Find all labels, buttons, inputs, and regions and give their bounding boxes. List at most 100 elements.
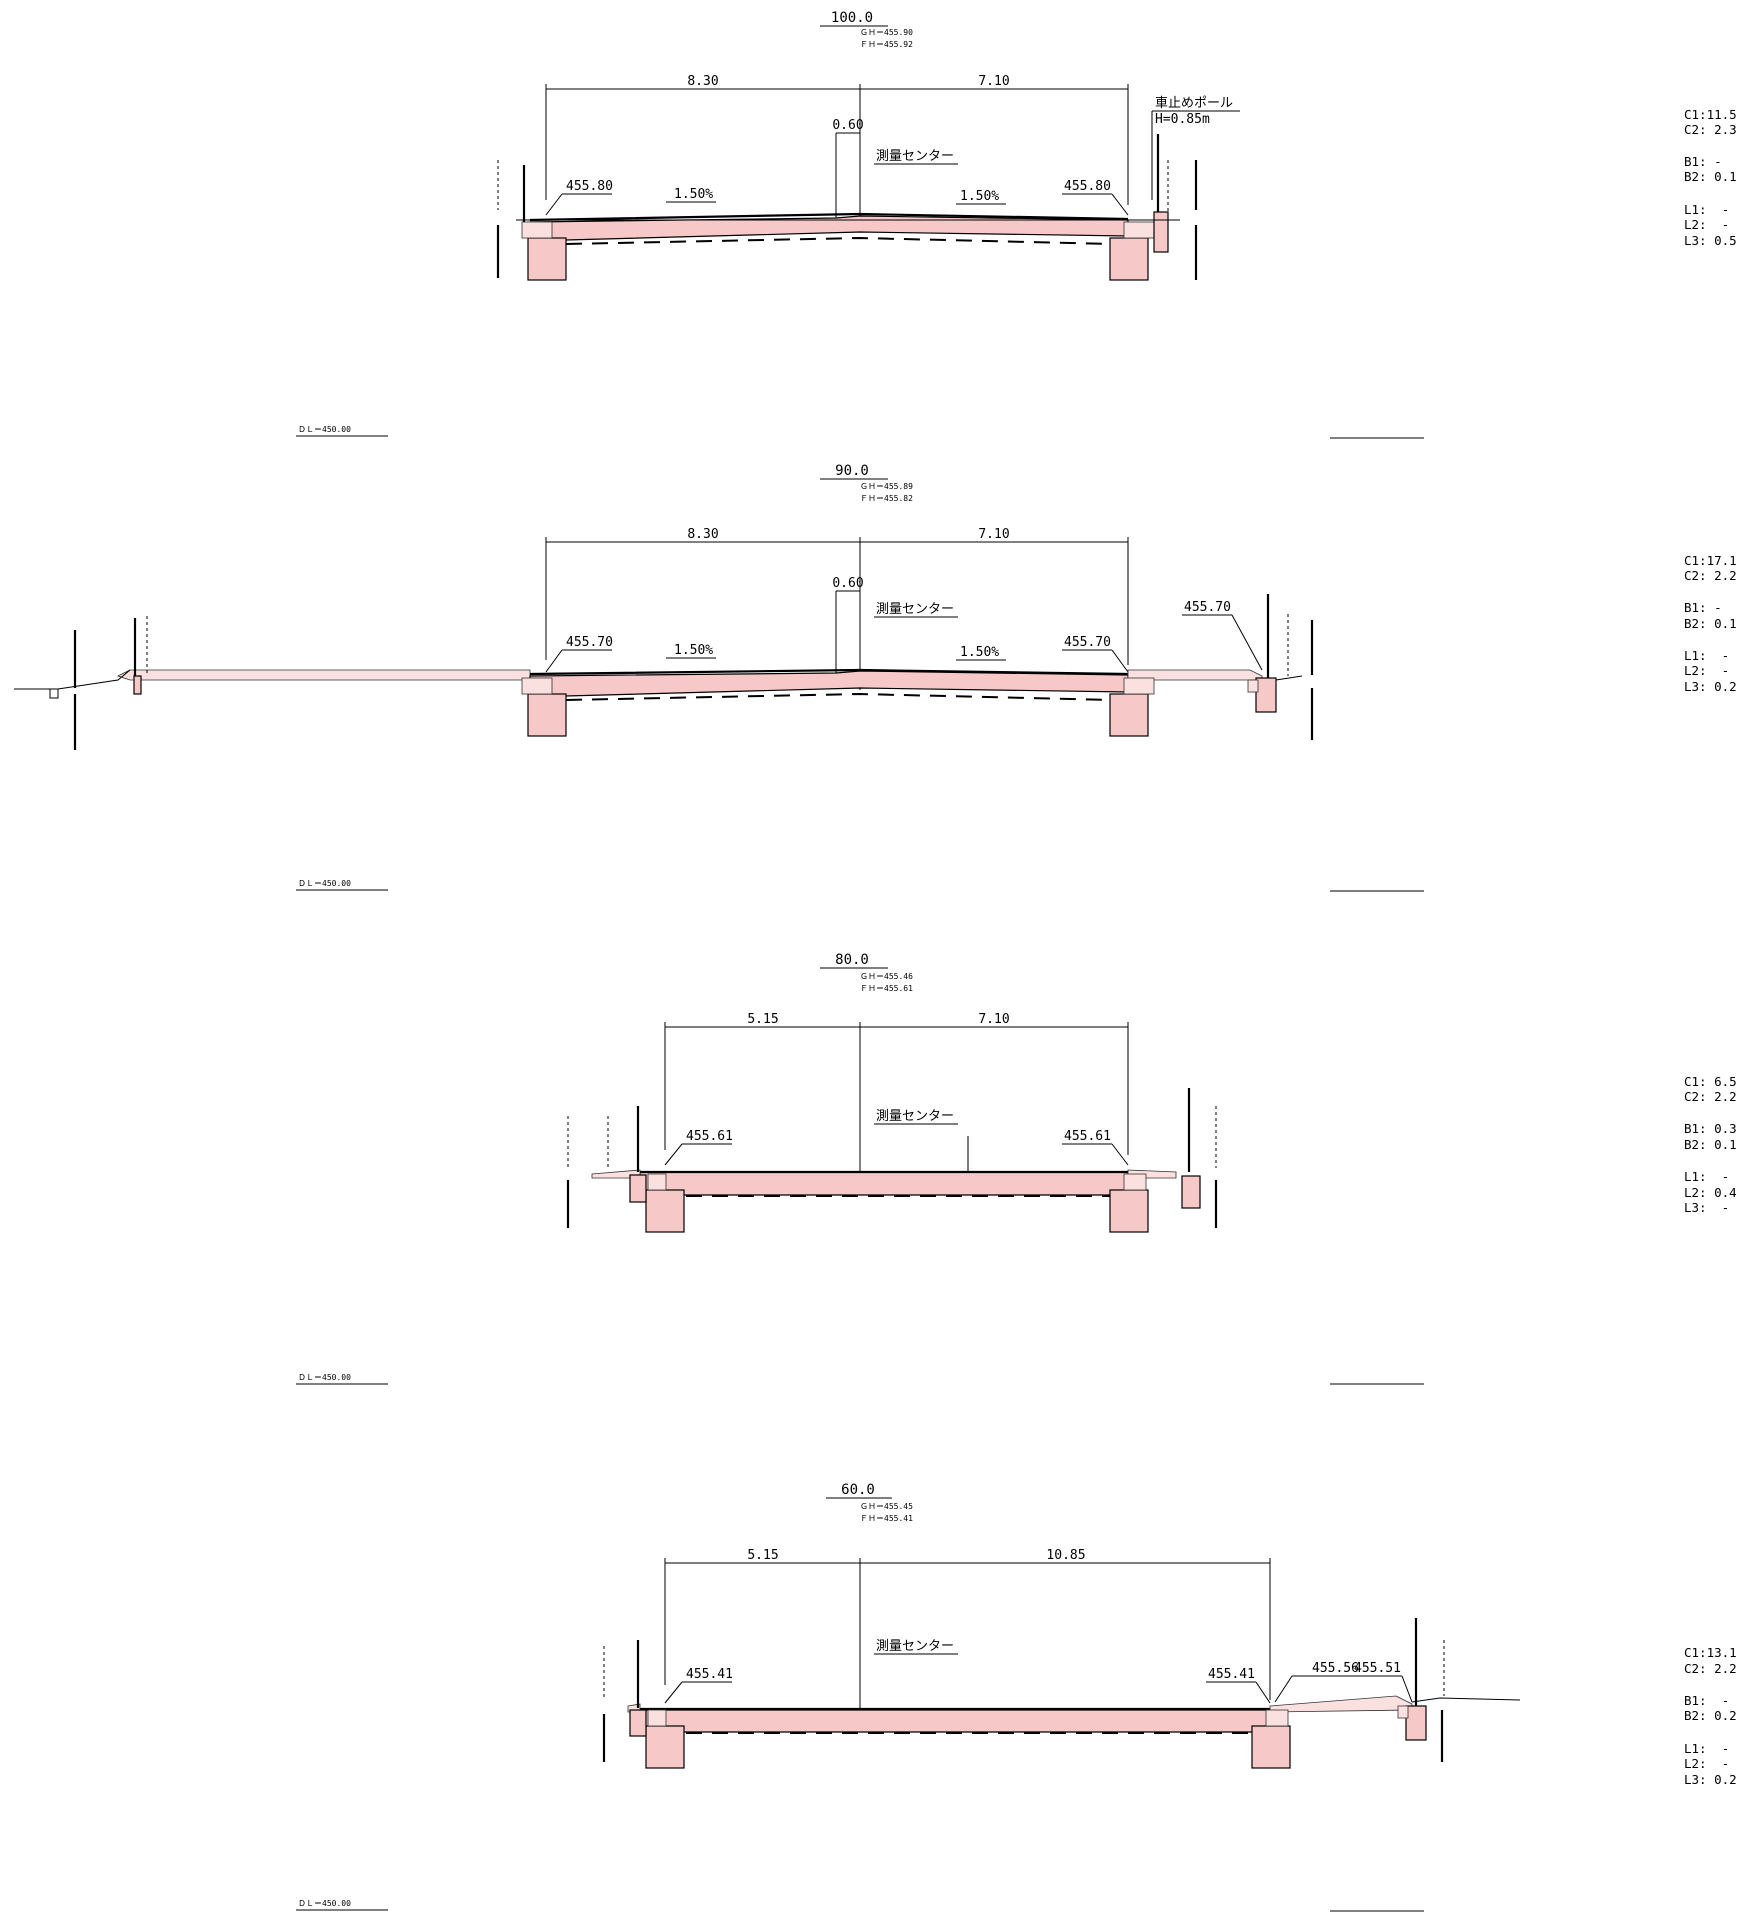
dim-right: 10.85 <box>1046 1548 1085 1563</box>
side-b1: B1: 0.3 <box>1684 1121 1737 1136</box>
note-line1: 車止めポール <box>1155 96 1233 111</box>
pavement-body <box>639 1171 1129 1196</box>
side-l1: L1: - <box>1684 1169 1729 1184</box>
dim-left: 5.15 <box>747 1012 778 1027</box>
footing-right <box>1251 1725 1291 1769</box>
side-table: C1:17.1 C2: 2.2 B1: - B2: 0.1 L1: - L2: … <box>1684 553 1737 694</box>
dim-center: 0.60 <box>832 118 863 133</box>
center-label: 測量センター <box>876 149 954 164</box>
elev-extra1: 455.56 <box>1312 1661 1359 1676</box>
side-table: C1: 6.5 C2: 2.2 B1: 0.3 B2: 0.1 L1: - L2… <box>1684 1074 1737 1215</box>
side-c1: C1:17.1 <box>1684 553 1737 568</box>
station-label: 100.0 <box>831 10 873 26</box>
dl-label: ＤＬ＝450.00 <box>298 1899 351 1908</box>
slope-left: 1.50% <box>674 643 713 658</box>
side-c1: C1:11.5 <box>1684 107 1737 122</box>
side-c2: C2: 2.2 <box>1684 1089 1737 1104</box>
side-b1: B1: - <box>1684 600 1722 615</box>
note-line2: H=0.85m <box>1155 112 1210 127</box>
side-b1: B1: - <box>1684 1693 1729 1708</box>
gh-label: ＧＨ＝455.45 <box>860 1502 913 1511</box>
gh-label: ＧＨ＝455.46 <box>860 972 913 981</box>
wall-right <box>1405 1705 1427 1741</box>
center-label: 測量センター <box>876 1109 954 1124</box>
slope-left: 1.50% <box>674 187 713 202</box>
dl-label: ＤＬ＝450.00 <box>298 879 351 888</box>
dim-left: 5.15 <box>747 1548 778 1563</box>
dl-label: ＤＬ＝450.00 <box>298 1373 351 1382</box>
footing-right <box>1109 237 1149 281</box>
side-l3: L3: 0.2 <box>1684 679 1737 694</box>
side-c1: C1: 6.5 <box>1684 1074 1737 1089</box>
side-table: C1:11.5 C2: 2.3 B1: - B2: 0.1 L1: - L2: … <box>1684 107 1737 248</box>
dim-right: 7.10 <box>978 74 1009 89</box>
side-c2: C2: 2.2 <box>1684 1661 1737 1676</box>
station-label: 60.0 <box>841 1482 875 1498</box>
elev-right: 455.80 <box>1064 179 1111 194</box>
elev-right: 455.41 <box>1208 1667 1255 1682</box>
side-l3: L3: 0.5 <box>1684 233 1737 248</box>
elev-right: 455.70 <box>1064 635 1111 650</box>
dl-label: ＤＬ＝450.00 <box>298 425 351 434</box>
section-90: 90.0 ＧＨ＝455.89 ＦＨ＝455.82 8.30 7.10 0.60 … <box>14 463 1737 892</box>
fh-label: ＦＨ＝455.61 <box>860 984 913 993</box>
dim-left: 8.30 <box>687 74 718 89</box>
footing-left <box>527 693 567 737</box>
section-100: 100.0 ＧＨ＝455.90 ＦＨ＝455.92 8.30 7.10 0.60… <box>296 10 1737 439</box>
side-c1: C1:13.1 <box>1684 1645 1737 1660</box>
side-b2: B2: 0.2 <box>1684 1708 1737 1723</box>
side-l2: L2: - <box>1684 1756 1729 1771</box>
dim-right: 7.10 <box>978 1012 1009 1027</box>
side-l1: L1: - <box>1684 202 1729 217</box>
right-ground <box>1269 1695 1413 1713</box>
side-table: C1:13.1 C2: 2.2 B1: - B2: 0.2 L1: - L2: … <box>1684 1645 1737 1787</box>
gh-label: ＧＨ＝455.90 <box>860 28 913 37</box>
left-ground <box>116 669 531 681</box>
side-l3: L3: - <box>1684 1200 1729 1215</box>
footing-left <box>645 1189 685 1233</box>
footing-left <box>645 1725 685 1769</box>
slope-right: 1.50% <box>960 189 999 204</box>
fh-label: ＦＨ＝455.82 <box>860 494 913 503</box>
side-l1: L1: - <box>1684 648 1729 663</box>
station-label: 80.0 <box>835 952 869 968</box>
side-b2: B2: 0.1 <box>1684 1137 1737 1152</box>
pavement-body <box>639 1709 1271 1733</box>
elev-left: 455.61 <box>686 1129 733 1144</box>
wall-right <box>1255 677 1277 713</box>
side-l2: L2: 0.4 <box>1684 1185 1737 1200</box>
footing-right <box>1109 1189 1149 1233</box>
side-l1: L1: - <box>1684 1741 1729 1756</box>
elev-right: 455.61 <box>1064 1129 1111 1144</box>
side-l3: L3: 0.2 <box>1684 1772 1737 1787</box>
elev-left: 455.70 <box>566 635 613 650</box>
dim-center: 0.60 <box>832 576 863 591</box>
side-l2: L2: - <box>1684 217 1729 232</box>
dim-right: 7.10 <box>978 527 1009 542</box>
elev-left: 455.80 <box>566 179 613 194</box>
wall-right <box>1181 1175 1201 1209</box>
side-l2: L2: - <box>1684 663 1729 678</box>
side-c2: C2: 2.3 <box>1684 122 1737 137</box>
footing-right <box>1109 693 1149 737</box>
elev-far-right: 455.70 <box>1184 600 1231 615</box>
wall-left <box>629 1709 647 1737</box>
side-b2: B2: 0.1 <box>1684 169 1737 184</box>
side-b2: B2: 0.1 <box>1684 616 1737 631</box>
dim-left: 8.30 <box>687 527 718 542</box>
wall-left <box>629 1174 647 1203</box>
fh-label: ＦＨ＝455.92 <box>860 40 913 49</box>
gh-label: ＧＨ＝455.89 <box>860 482 913 491</box>
center-label: 測量センター <box>876 602 954 617</box>
center-label: 測量センター <box>876 1639 954 1654</box>
pavement-body <box>529 670 1129 697</box>
station-label: 90.0 <box>835 463 869 479</box>
side-c2: C2: 2.2 <box>1684 568 1737 583</box>
slope-right: 1.50% <box>960 645 999 660</box>
fh-label: ＦＨ＝455.41 <box>860 1514 913 1523</box>
elev-extra2: 455.51 <box>1354 1661 1401 1676</box>
section-60: 60.0 ＧＨ＝455.45 ＦＨ＝455.41 5.15 10.85 測量セン… <box>296 1482 1737 1912</box>
footing-left <box>527 237 567 281</box>
elev-left: 455.41 <box>686 1667 733 1682</box>
